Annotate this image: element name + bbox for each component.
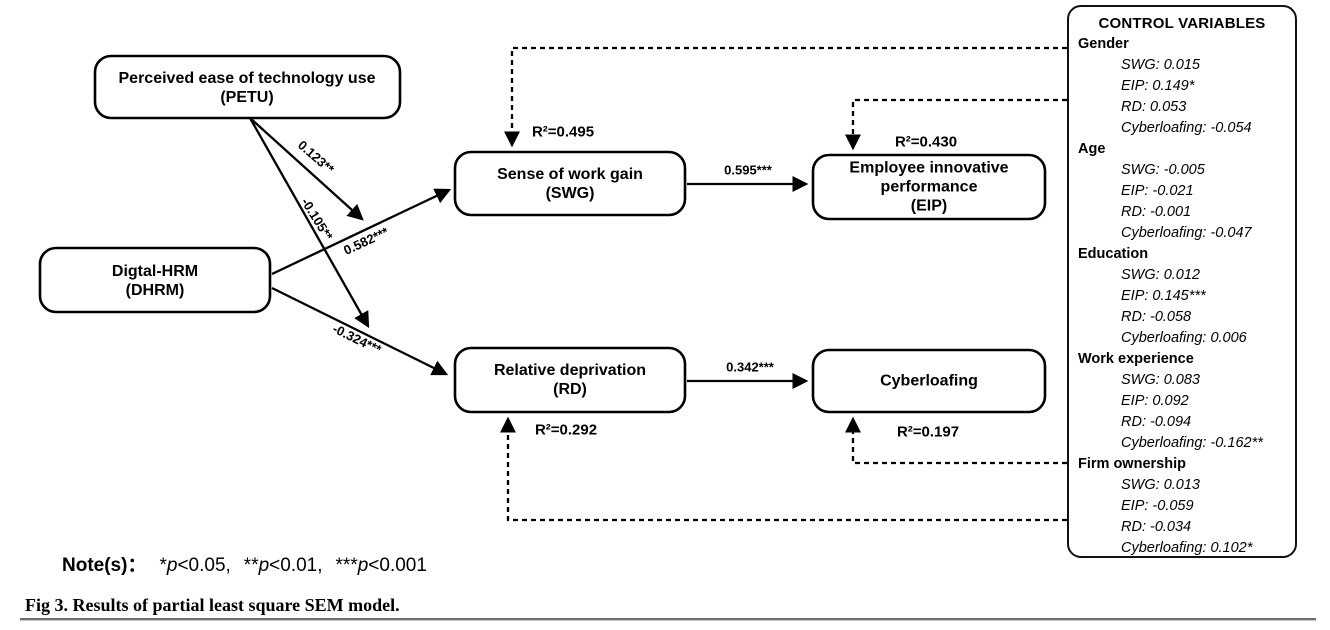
r2-eip-label: R²=0.430	[894, 133, 958, 151]
dashed-connector-controls-to-cyberloafing	[844, 416, 1067, 465]
control-entry: RD: -0.001	[1121, 204, 1192, 220]
rd-label-line1: Relative deprivation	[493, 362, 647, 379]
control-entry: SWG: 0.013	[1121, 477, 1200, 493]
control-entry: SWG: 0.083	[1121, 372, 1200, 388]
note-label: Note(s)：	[62, 555, 147, 576]
control-group-name: Education	[1078, 246, 1149, 262]
coef-rd-cyberloafing: 0.342***	[726, 359, 774, 375]
dashed-connector-controls-to-swg	[503, 46, 1067, 148]
control-entry: RD: -0.034	[1121, 519, 1192, 535]
dashed-connector-controls-to-rd	[499, 416, 1067, 522]
control-group-age: Age SWG: -0.005 EIP: -0.021 RD: -0.001 C…	[1069, 139, 1295, 244]
dashed-connector-controls-to-eip	[844, 98, 1067, 151]
control-entry: EIP: 0.092	[1121, 393, 1189, 409]
eip-node: Employee innovative performance (EIP)	[849, 159, 1008, 216]
swg-node: Sense of work gain (SWG)	[497, 165, 643, 203]
note-stars: ***	[335, 555, 358, 576]
dhrm-node-box	[38, 246, 272, 314]
rd-node: Relative deprivation (RD)	[494, 361, 646, 399]
note-stars: **	[243, 555, 259, 576]
control-entry: EIP: 0.149*	[1121, 78, 1195, 94]
rd-label-line2: (RD)	[553, 381, 587, 398]
note-p: p	[166, 555, 178, 576]
caption-divider-gap	[20, 620, 1316, 622]
petu-node: Perceived ease of technology use (PETU)	[119, 69, 376, 107]
r2-swg-label: R²=0.495	[531, 123, 595, 141]
dhrm-label-line2: (DHRM)	[125, 282, 185, 299]
petu-node-box	[93, 54, 402, 120]
control-entry: SWG: 0.015	[1121, 57, 1200, 73]
eip-label-line3: (EIP)	[910, 197, 948, 215]
arrow-petu-to-swg	[249, 117, 364, 221]
control-entry: SWG: -0.005	[1121, 162, 1205, 178]
control-entry: EIP: -0.021	[1121, 183, 1194, 199]
note-threshold: <0.01,	[269, 555, 323, 576]
cyberloafing-node-box	[811, 348, 1047, 414]
control-entry: Cyberloafing: 0.006	[1121, 330, 1247, 346]
control-group-work-experience: Work experience SWG: 0.083 EIP: 0.092 RD…	[1069, 349, 1295, 454]
control-group-name: Firm ownership	[1078, 456, 1186, 472]
arrow-dhrm-to-swg	[271, 188, 452, 276]
arrow-petu-to-rd	[248, 117, 370, 329]
dhrm-label-line1: Digtal-HRM	[111, 263, 199, 280]
rd-node-box	[453, 346, 687, 414]
control-group-gender: Gender SWG: 0.015 EIP: 0.149* RD: 0.053 …	[1069, 34, 1295, 139]
petu-label-line1: Perceived ease of technology use	[118, 70, 376, 87]
control-entry: EIP: -0.059	[1121, 498, 1194, 514]
coef-swg-eip: 0.595***	[724, 162, 772, 178]
swg-label-line1: Sense of work gain	[497, 166, 643, 183]
control-variables-title: CONTROL VARIABLES	[1098, 15, 1266, 32]
eip-label-line2: performance	[880, 178, 978, 196]
note-threshold: <0.001	[368, 555, 427, 576]
cyberloafing-node: Cyberloafing	[880, 372, 978, 391]
control-entry: RD: -0.094	[1121, 414, 1192, 430]
note-p: p	[258, 555, 270, 576]
swg-node-box	[453, 150, 687, 217]
eip-label-line1: Employee innovative	[849, 159, 1009, 177]
dhrm-node: Digtal-HRM (DHRM)	[112, 262, 198, 300]
petu-label-line2: (PETU)	[220, 89, 274, 106]
control-entry: Cyberloafing: 0.102*	[1121, 540, 1253, 556]
control-group-firm-ownership: Firm ownership SWG: 0.013 EIP: -0.059 RD…	[1069, 454, 1295, 559]
eip-node-box	[811, 153, 1047, 221]
control-entry: RD: 0.053	[1121, 99, 1187, 115]
control-entry: RD: -0.058	[1121, 309, 1192, 325]
control-entry: Cyberloafing: -0.047	[1121, 225, 1252, 241]
control-variables-panel: CONTROL VARIABLES Gender SWG: 0.015 EIP:…	[1067, 5, 1297, 558]
arrow-dhrm-to-rd	[271, 286, 449, 376]
swg-label-line2: (SWG)	[545, 185, 595, 202]
control-group-education: Education SWG: 0.012 EIP: 0.145*** RD: -…	[1069, 244, 1295, 349]
figure-caption: Fig 3. Results of partial least square S…	[25, 595, 400, 615]
control-entry: EIP: 0.145***	[1121, 288, 1206, 304]
note-stars: *	[159, 555, 167, 576]
r2-cyberloafing-label: R²=0.197	[896, 423, 960, 441]
note-threshold: <0.05,	[177, 555, 231, 576]
significance-note: Note(s)：*p<0.05,**p<0.01,***p<0.001	[62, 550, 427, 577]
control-group-name: Work experience	[1078, 351, 1194, 367]
control-entry: Cyberloafing: -0.054	[1121, 120, 1252, 136]
r2-rd-label: R²=0.292	[534, 421, 598, 439]
control-group-name: Gender	[1078, 36, 1129, 52]
cyberloafing-label-line1: Cyberloafing	[880, 372, 978, 390]
control-entry: Cyberloafing: -0.162**	[1121, 435, 1263, 451]
control-entry: SWG: 0.012	[1121, 267, 1200, 283]
note-p: p	[357, 555, 369, 576]
control-group-name: Age	[1078, 141, 1106, 157]
